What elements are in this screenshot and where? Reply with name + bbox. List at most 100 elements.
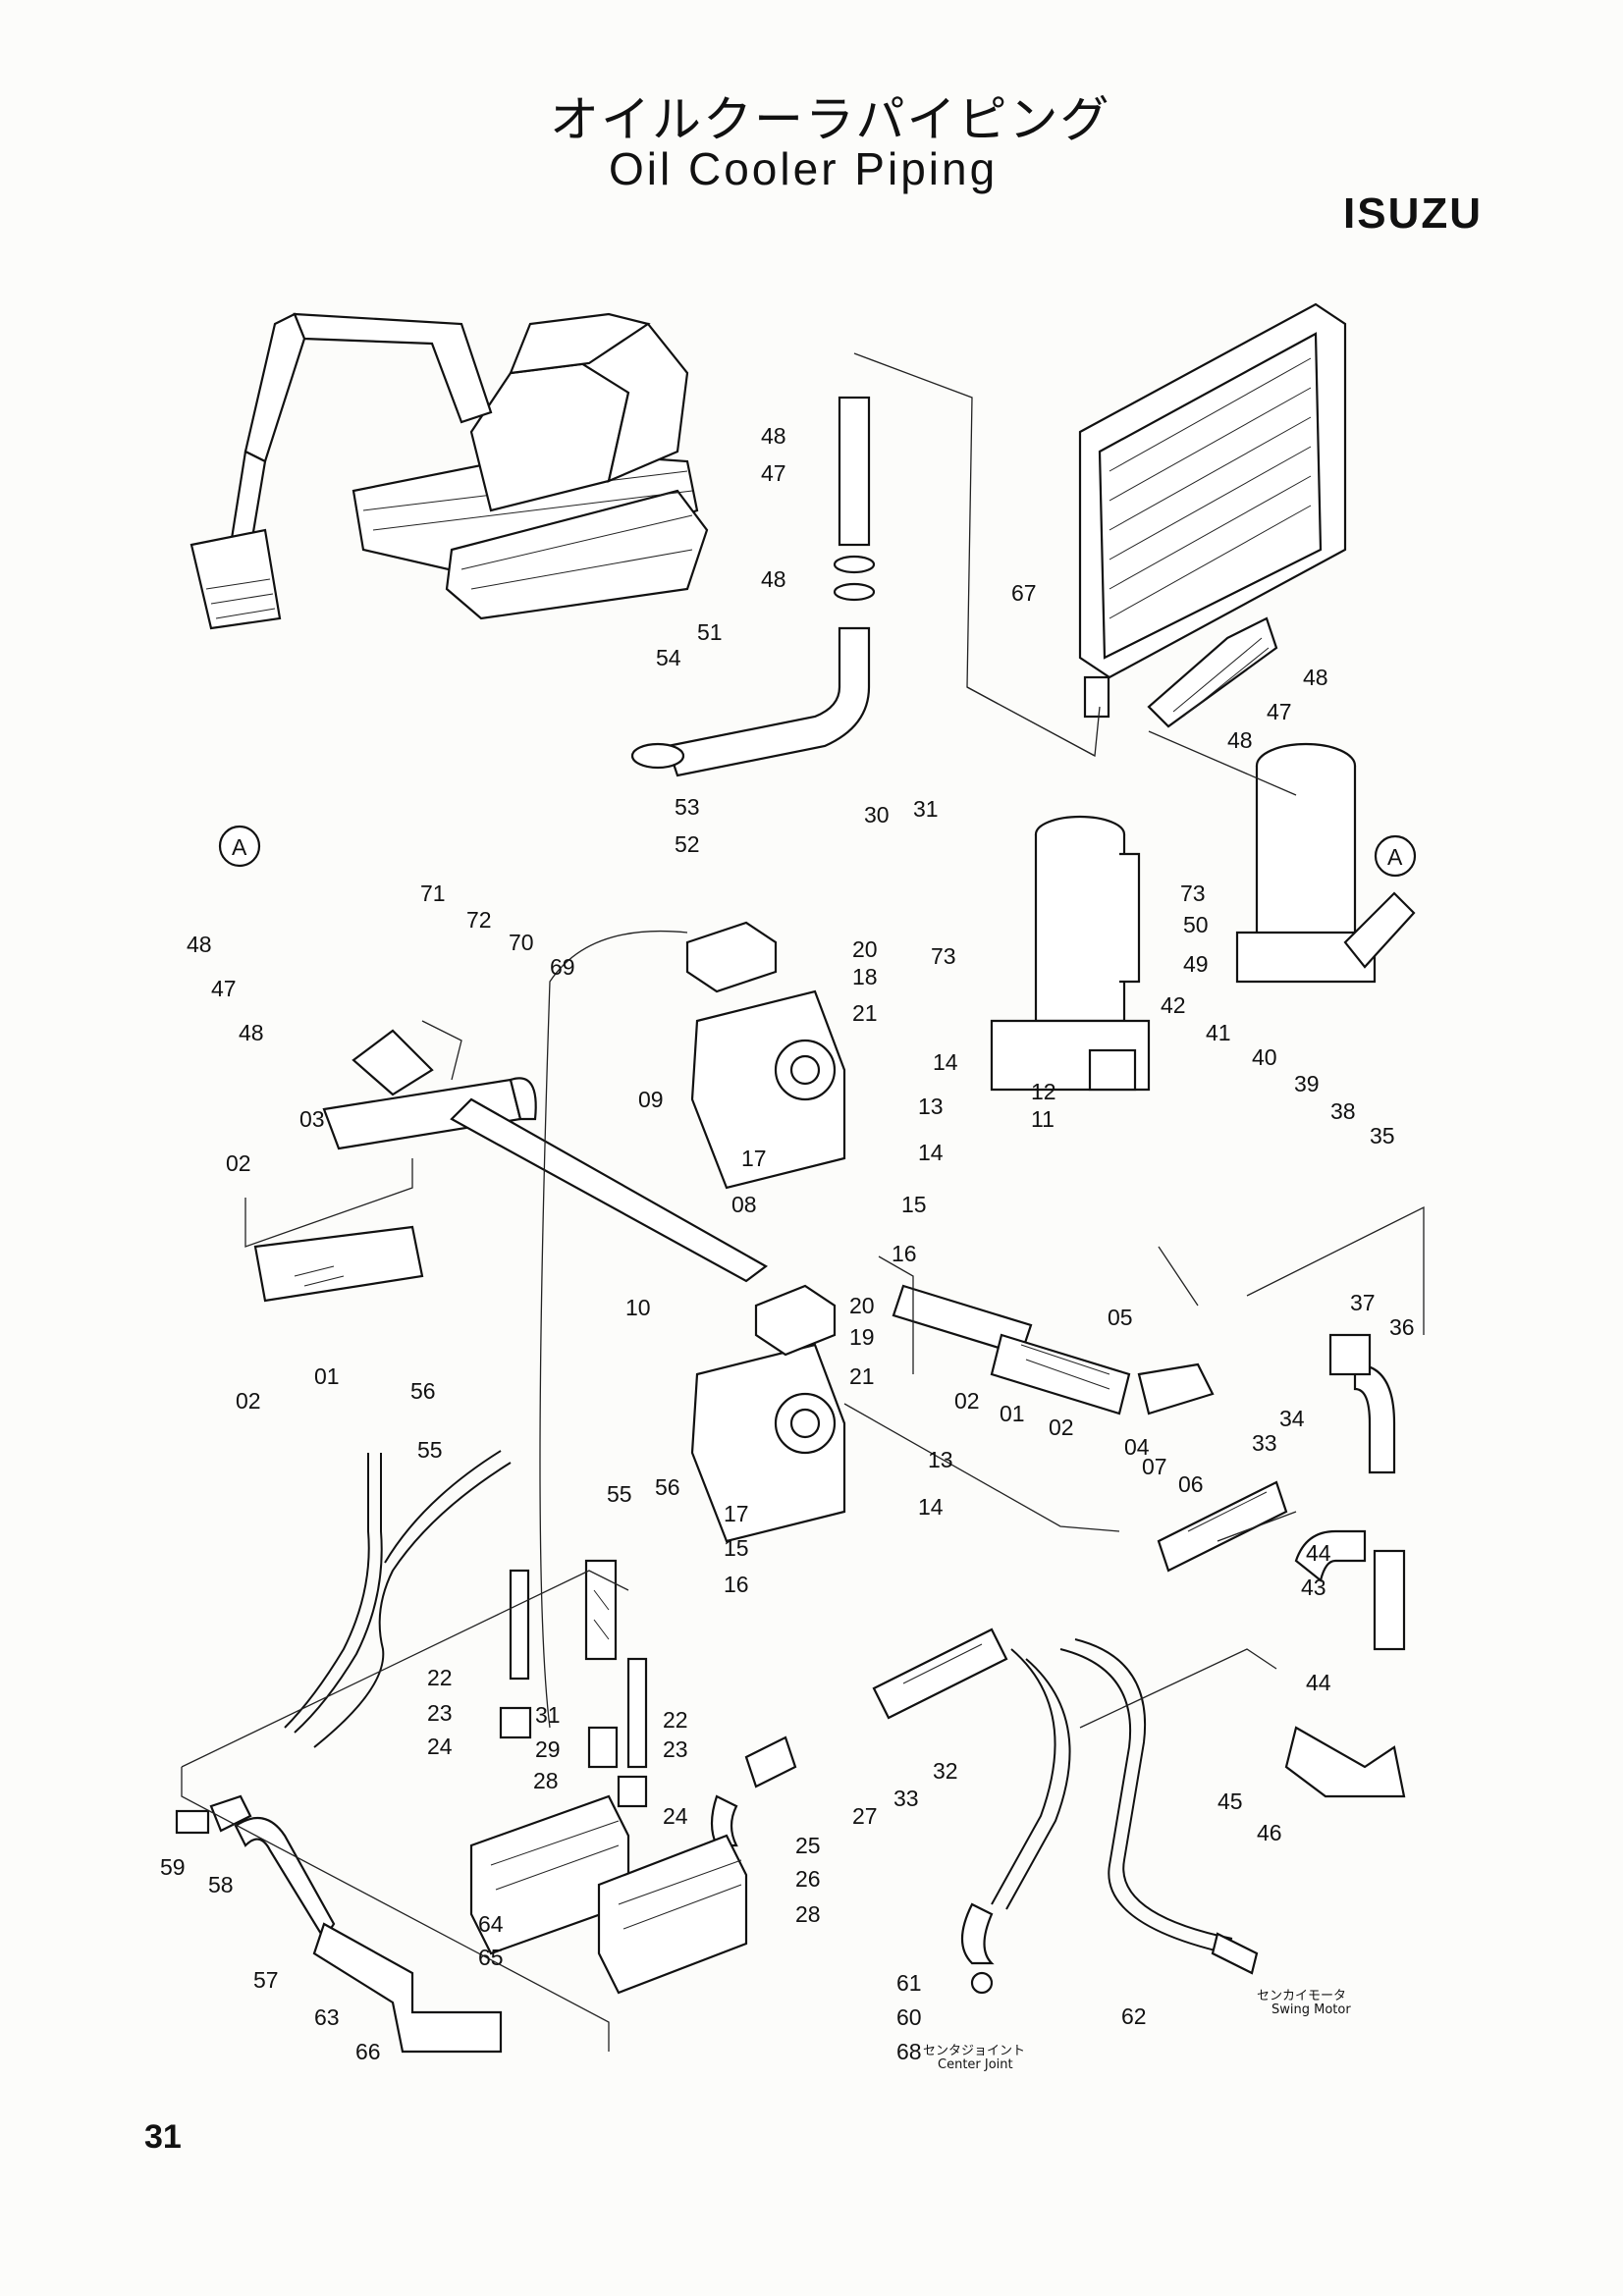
callout-a-left: A xyxy=(232,834,247,860)
part-label-48: 48 xyxy=(1303,665,1328,690)
callout-a-right: A xyxy=(1387,844,1403,870)
part-label-31: 31 xyxy=(913,796,939,822)
part-number-labels: 48 47 48 51 54 53 52 67 48 47 48 30 31 7… xyxy=(160,423,1415,2064)
part-label-48: 48 xyxy=(187,932,212,957)
part-label-02: 02 xyxy=(226,1150,251,1176)
callout-circle-a-right xyxy=(1374,834,1417,878)
part-label-73: 73 xyxy=(931,943,956,969)
part-label-68: 68 xyxy=(896,2039,922,2064)
part-label-56: 56 xyxy=(655,1474,680,1500)
part-label-33: 33 xyxy=(893,1786,919,1811)
page-title-english: Oil Cooler Piping xyxy=(609,143,999,194)
part-label-29: 29 xyxy=(535,1736,561,1762)
page-number: 31 xyxy=(144,2118,182,2156)
part-label-11: 11 xyxy=(1031,1106,1055,1132)
center-joint-caption-jp: センタジョイント xyxy=(923,2044,1026,2058)
center-joint-caption-en: Center Joint xyxy=(938,2057,1013,2072)
part-label-71: 71 xyxy=(420,881,446,906)
part-label-37: 37 xyxy=(1350,1290,1376,1315)
part-label-24: 24 xyxy=(427,1734,453,1759)
part-label-13: 13 xyxy=(918,1094,944,1119)
part-label-10: 10 xyxy=(625,1295,651,1320)
part-label-25: 25 xyxy=(795,1833,821,1858)
part-label-43: 43 xyxy=(1301,1575,1326,1600)
part-label-50: 50 xyxy=(1183,912,1209,937)
part-label-59: 59 xyxy=(160,1854,186,1880)
part-label-36: 36 xyxy=(1389,1314,1415,1340)
part-label-41: 41 xyxy=(1206,1020,1231,1045)
part-label-05: 05 xyxy=(1108,1305,1133,1330)
gear-pump-lower xyxy=(690,1284,846,1543)
part-label-08: 08 xyxy=(731,1192,757,1217)
part-label-15: 15 xyxy=(901,1192,927,1217)
part-label-06: 06 xyxy=(1178,1471,1204,1497)
part-label-13: 13 xyxy=(928,1447,953,1472)
part-label-40: 40 xyxy=(1252,1044,1277,1070)
part-label-72: 72 xyxy=(466,907,492,933)
page-title-japanese: オイルクーラパイピング xyxy=(550,91,1111,148)
part-label-02: 02 xyxy=(1049,1415,1074,1440)
part-label-47: 47 xyxy=(761,460,786,486)
part-label-54: 54 xyxy=(656,645,681,670)
part-label-33: 33 xyxy=(1252,1430,1277,1456)
part-label-44: 44 xyxy=(1306,1540,1331,1566)
control-valve xyxy=(469,1794,748,1995)
callout-circle-a-left xyxy=(218,825,261,868)
part-label-48: 48 xyxy=(1227,727,1253,753)
part-label-01: 01 xyxy=(1000,1401,1025,1426)
part-label-48: 48 xyxy=(239,1020,264,1045)
part-label-16: 16 xyxy=(892,1241,917,1266)
part-label-28: 28 xyxy=(795,1901,821,1927)
part-label-15: 15 xyxy=(724,1535,749,1561)
part-label-64: 64 xyxy=(478,1911,504,1937)
part-label-65: 65 xyxy=(478,1945,504,1970)
reference-lines xyxy=(181,352,1425,2052)
cooler-return-pipe-32 xyxy=(710,1628,1008,1847)
part-label-55: 55 xyxy=(417,1437,443,1463)
part-label-47: 47 xyxy=(211,976,237,1001)
part-label-58: 58 xyxy=(208,1872,234,1897)
part-label-39: 39 xyxy=(1294,1071,1320,1096)
gear-pump-upper xyxy=(685,921,846,1190)
part-label-14: 14 xyxy=(933,1049,958,1075)
part-label-27: 27 xyxy=(852,1803,878,1829)
part-label-66: 66 xyxy=(355,2039,381,2064)
part-label-67: 67 xyxy=(1011,580,1037,606)
drain-hoses xyxy=(175,1450,512,2054)
part-label-48: 48 xyxy=(761,423,786,449)
part-label-22: 22 xyxy=(663,1707,688,1733)
part-label-20: 20 xyxy=(852,936,878,962)
return-filter-assembly xyxy=(990,815,1151,1092)
part-label-35: 35 xyxy=(1370,1123,1395,1148)
part-label-23: 23 xyxy=(663,1736,688,1762)
part-label-32: 32 xyxy=(933,1758,958,1784)
part-label-57: 57 xyxy=(253,1967,279,1993)
part-label-46: 46 xyxy=(1257,1820,1282,1845)
part-label-31: 31 xyxy=(535,1702,561,1728)
part-label-55: 55 xyxy=(607,1481,632,1507)
part-label-18: 18 xyxy=(852,964,878,989)
part-label-30: 30 xyxy=(864,802,890,828)
valve-fittings xyxy=(499,1559,648,1808)
part-label-51: 51 xyxy=(697,619,723,645)
part-label-21: 21 xyxy=(852,1000,878,1026)
part-label-09: 09 xyxy=(638,1087,664,1112)
hydraulic-tank xyxy=(1235,742,1416,984)
swing-motor-caption-en: Swing Motor xyxy=(1271,2002,1351,2017)
part-label-61: 61 xyxy=(896,1970,922,1996)
part-label-62: 62 xyxy=(1121,2003,1147,2029)
part-label-49: 49 xyxy=(1183,951,1209,977)
swing-motor-hoses xyxy=(961,1638,1259,1995)
part-label-17: 17 xyxy=(741,1146,767,1171)
part-label-14: 14 xyxy=(918,1140,944,1165)
part-label-60: 60 xyxy=(896,2004,922,2030)
part-label-52: 52 xyxy=(675,831,700,857)
part-label-07: 07 xyxy=(1142,1454,1167,1479)
part-label-02: 02 xyxy=(236,1388,261,1414)
part-label-01: 01 xyxy=(314,1363,340,1389)
part-label-48: 48 xyxy=(761,566,786,592)
part-label-42: 42 xyxy=(1161,992,1186,1018)
part-label-56: 56 xyxy=(410,1378,436,1404)
